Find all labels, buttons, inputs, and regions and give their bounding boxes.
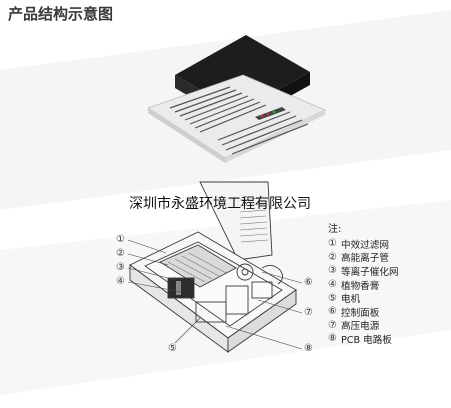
legend-number: ⑤: [328, 292, 337, 304]
callout-5: ⑤: [168, 343, 177, 354]
legend-number: ②: [328, 251, 337, 263]
page-title: 产品结构示意图: [8, 5, 114, 23]
legend-label: 电机: [341, 294, 361, 306]
legend-number: ④: [328, 279, 337, 291]
ceiling-unit-illustration: [147, 35, 326, 163]
legend-number: ⑧: [328, 333, 337, 345]
legend-item: ③ 等离子催化网: [328, 264, 446, 278]
legend-label: 植物香膏: [341, 280, 380, 292]
callout-2: ②: [116, 248, 125, 259]
legend-label: PCB 电路板: [341, 334, 392, 346]
legend: 注: ① 中效过滤网 ② 高能离子管 ③ 等离子催化网 ④ 植物香膏 ⑤ 电机 …: [328, 223, 446, 346]
legend-label: 高能离子管: [341, 253, 389, 265]
callout-6: ⑥: [304, 277, 313, 288]
company-name: 深圳市永盛环境工程有限公司: [129, 196, 311, 212]
legend-item: ② 高能离子管: [328, 251, 446, 265]
legend-item: ① 中效过滤网: [328, 237, 446, 251]
legend-item: ⑤ 电机: [328, 291, 446, 306]
legend-item: ⑥ 控制面板: [328, 305, 446, 319]
legend-number: ①: [328, 238, 337, 250]
legend-number: ⑦: [328, 319, 337, 331]
legend-item: ⑦ 高压电源: [328, 319, 446, 333]
callout-3: ③: [116, 262, 125, 273]
legend-heading: 注:: [328, 224, 342, 235]
legend-number: ③: [328, 265, 337, 277]
callout-leaders: [127, 239, 303, 350]
legend-number: ⑥: [328, 306, 337, 318]
legend-label: 中效过滤网: [341, 239, 389, 251]
callout-1: ①: [116, 234, 125, 245]
legend-label: 等离子催化网: [341, 266, 399, 278]
legend-item: ④ 植物香膏: [328, 278, 446, 292]
callout-4: ④: [116, 276, 125, 287]
legend-label: 高压电源: [341, 321, 380, 333]
callout-8: ⑧: [304, 343, 313, 354]
callout-7: ⑦: [304, 307, 313, 318]
legend-label: 控制面板: [341, 307, 380, 319]
legend-item: ⑧ PCB 电路板: [328, 332, 446, 346]
